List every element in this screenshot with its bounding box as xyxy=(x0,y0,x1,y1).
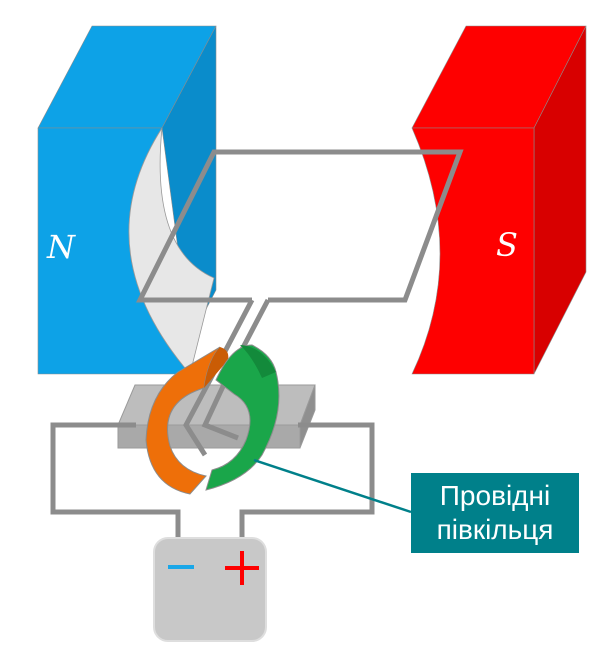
callout-box: Провідні півкільця xyxy=(411,473,579,553)
minus-terminal-icon xyxy=(168,565,194,569)
right-half-ring xyxy=(205,344,280,491)
rotor-lead-right xyxy=(201,298,271,441)
south-magnet: S xyxy=(411,25,587,375)
callout-line2: півкільця xyxy=(436,514,554,545)
circuit-wires xyxy=(50,422,375,540)
south-pole-label: S xyxy=(496,226,518,264)
battery xyxy=(153,537,267,642)
callout-line1: Провідні xyxy=(439,480,551,511)
wire-left xyxy=(50,422,181,540)
north-magnet: N xyxy=(37,25,217,375)
wire-right xyxy=(239,422,375,540)
callout-pointer xyxy=(253,458,412,514)
commutator xyxy=(145,344,280,495)
plus-terminal-icon-vertical xyxy=(240,551,244,585)
rotor-frame xyxy=(135,149,464,303)
north-pole-label: N xyxy=(46,228,76,266)
rotor-loop xyxy=(135,149,464,457)
rotor-lead-left xyxy=(183,298,255,457)
